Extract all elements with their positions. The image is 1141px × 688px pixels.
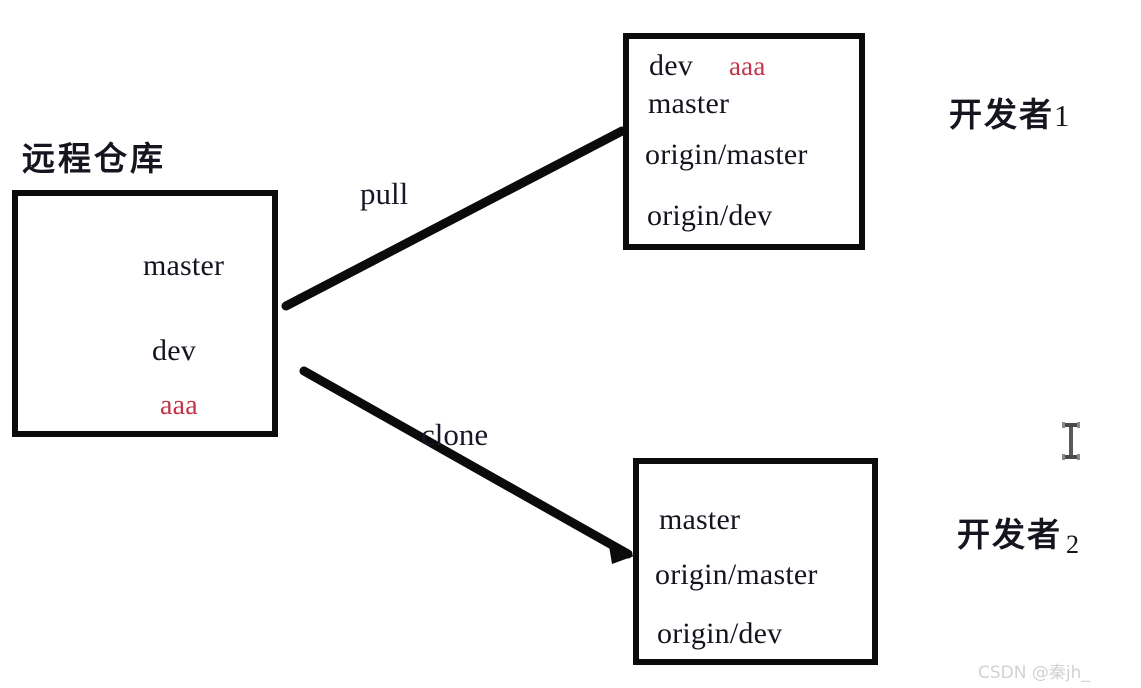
- remote-branch-aaa: aaa: [160, 390, 198, 421]
- developer2-title-number: 2: [1066, 530, 1081, 559]
- remote-branch-master: master: [143, 249, 225, 282]
- developer2-branch-origin-master: origin/master: [655, 558, 818, 591]
- pull-connector-line: [281, 126, 627, 311]
- clone-edge-label: clone: [421, 417, 489, 452]
- pull-edge-label: pull: [360, 176, 409, 211]
- i-beam-cursor-icon: [1062, 422, 1080, 460]
- developer2-branch-origin-dev: origin/dev: [657, 617, 783, 650]
- clone-connector-line: [299, 366, 633, 559]
- developer1-box: [623, 33, 865, 250]
- developer1-branch-dev: dev: [649, 49, 693, 82]
- developer1-title-number: 1: [1054, 98, 1072, 133]
- developer1-branch-origin-dev: origin/dev: [647, 199, 773, 232]
- clone-arrowhead-icon: [608, 540, 634, 564]
- csdn-watermark: CSDN @秦jh_: [978, 663, 1090, 683]
- developer1-branch-master: master: [648, 87, 730, 120]
- developer1-title: 开发者1: [949, 88, 1072, 136]
- remote-repository-title: 远程仓库: [22, 139, 166, 178]
- developer1-branch-origin-master: origin/master: [645, 138, 808, 171]
- developer1-title-text: 开发者: [949, 95, 1054, 134]
- developer1-branch-aaa: aaa: [729, 51, 766, 81]
- developer2-branch-master: master: [659, 503, 741, 536]
- developer2-box: [633, 458, 878, 665]
- developer2-title-text: 开发者: [957, 515, 1062, 554]
- remote-branch-dev: dev: [152, 334, 196, 367]
- remote-repository-box: [12, 190, 278, 437]
